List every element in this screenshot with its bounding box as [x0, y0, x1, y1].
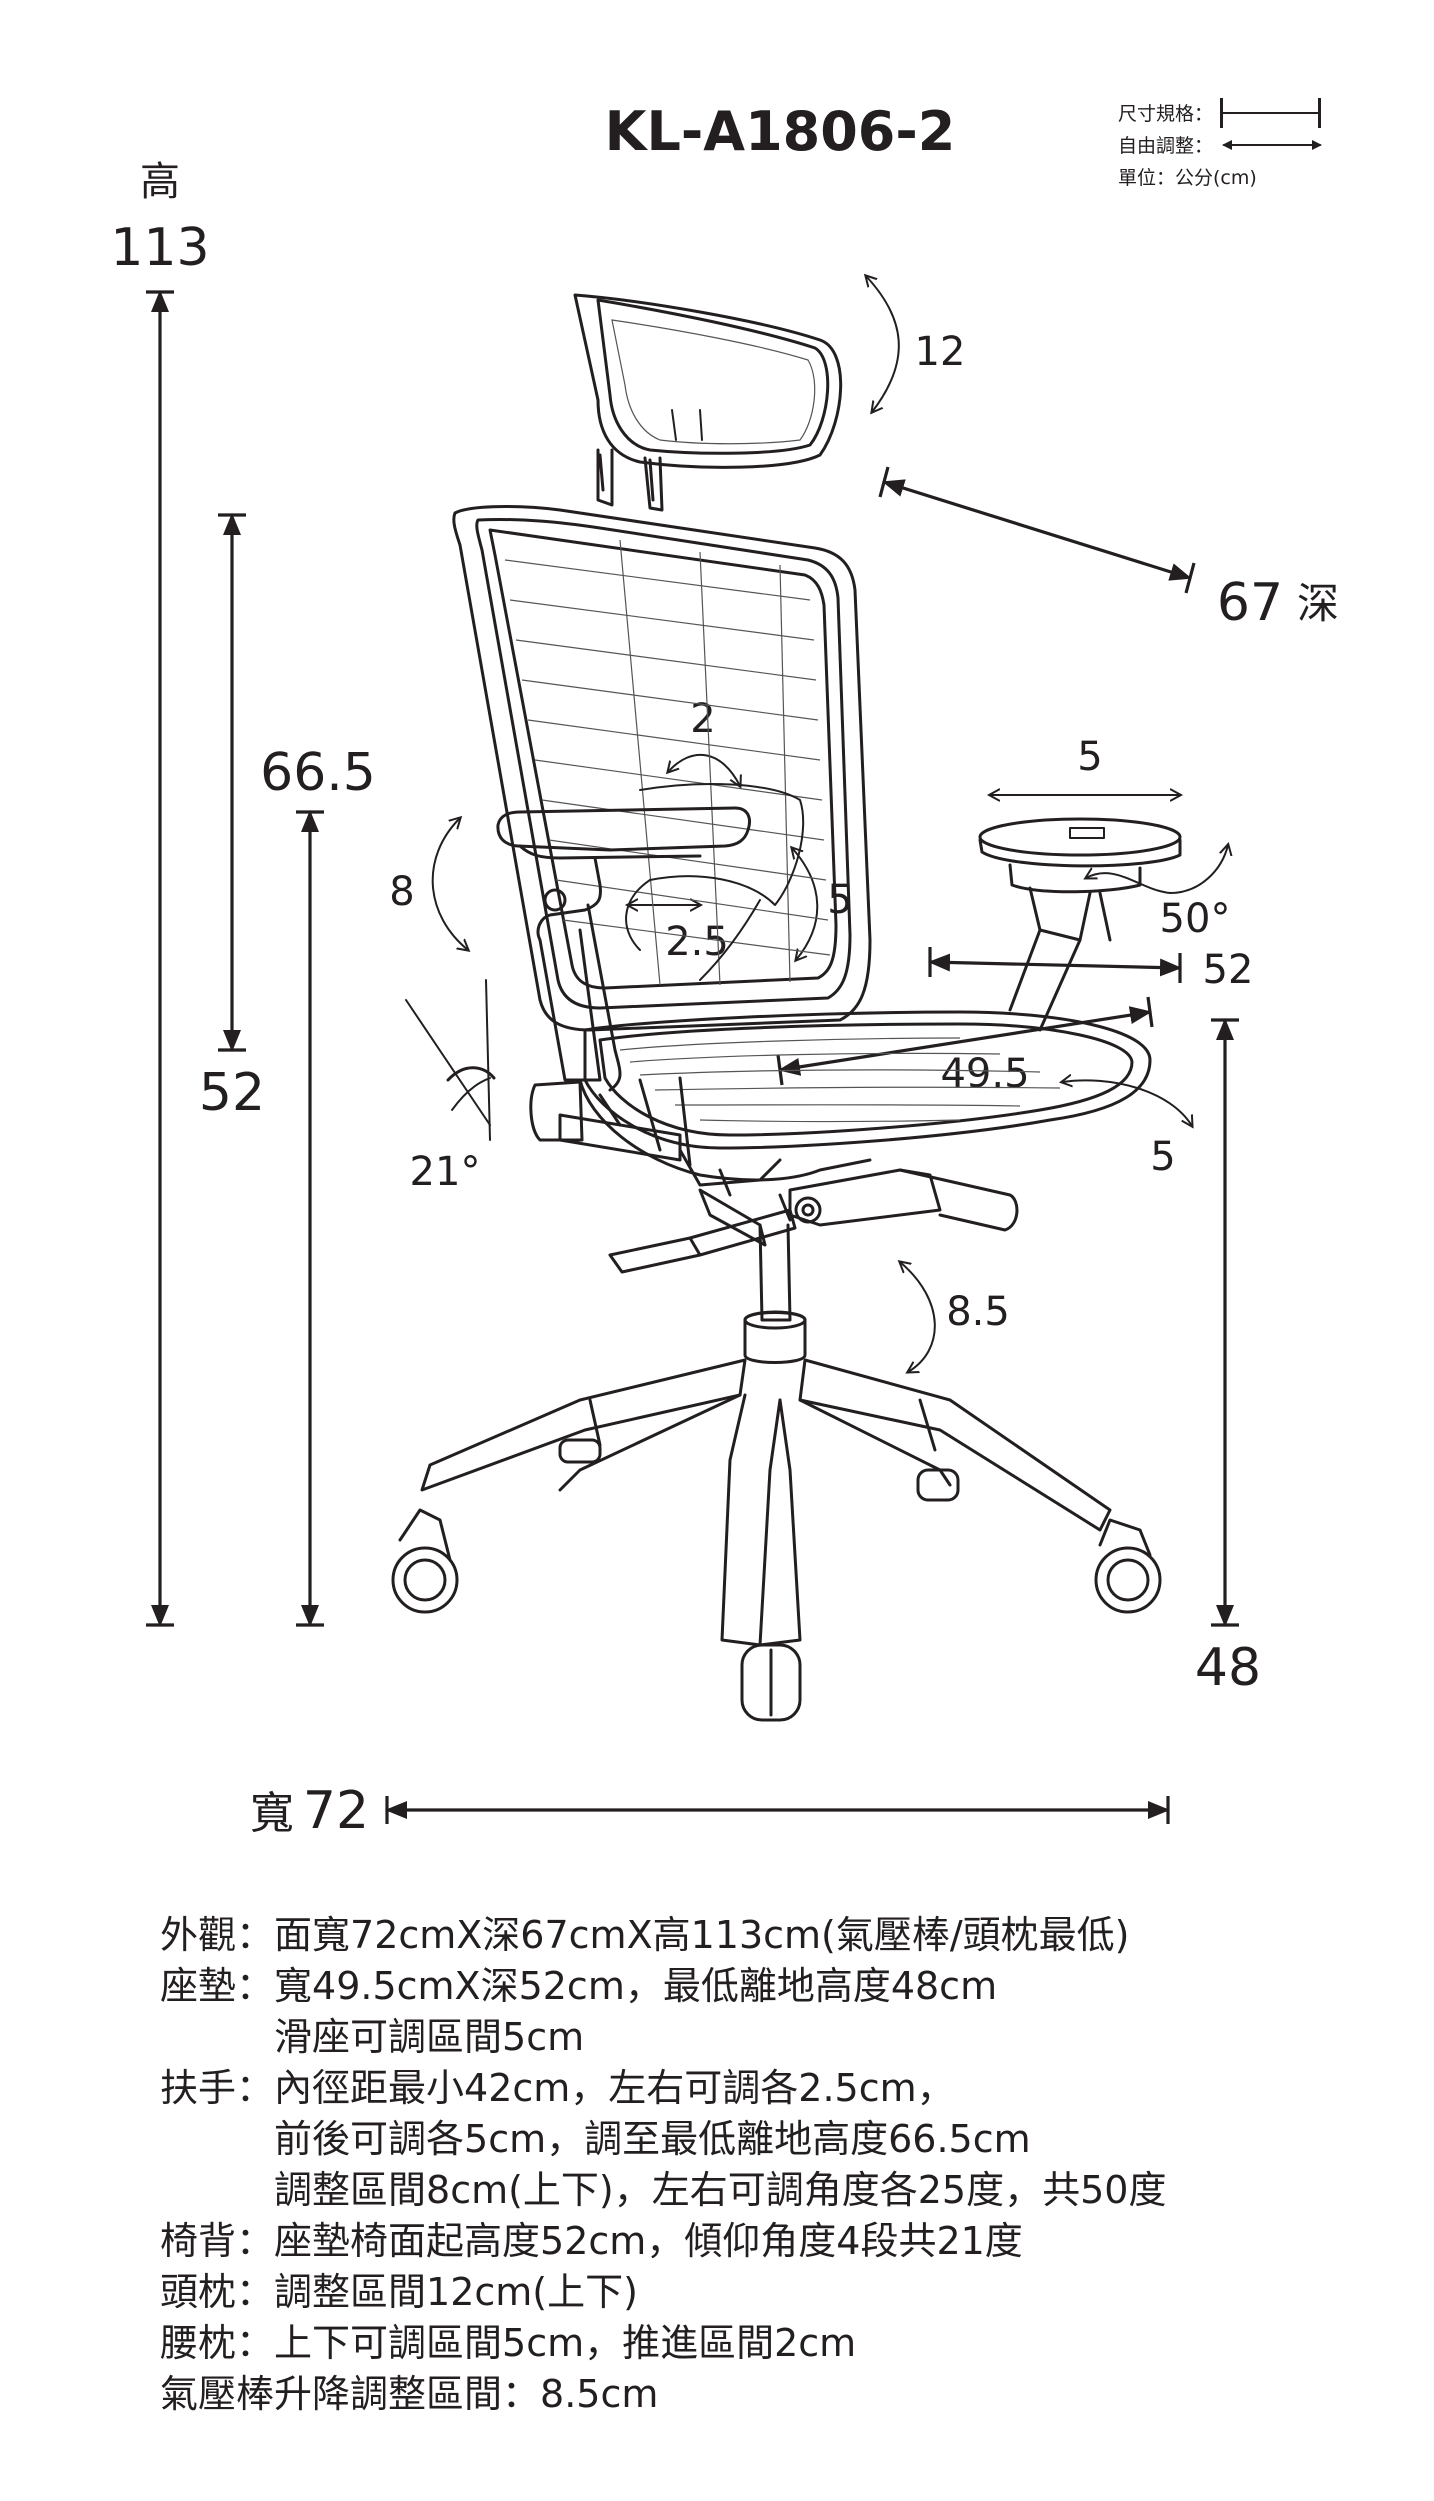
backrest-height-value: 52 — [199, 1063, 265, 1123]
spec-label: 腰枕： — [160, 2321, 275, 2365]
casters — [391, 1438, 1162, 1722]
chair-illustration — [391, 293, 1182, 1722]
spec-lines: 8.5cm — [540, 2369, 658, 2420]
spec-lines: 調整區間12cm(上下) — [274, 2267, 638, 2318]
seat-height-value: 48 — [1195, 1638, 1261, 1698]
spec-label: 扶手： — [160, 2066, 275, 2110]
recline-indicator — [405, 979, 496, 1141]
five-star-base — [420, 1358, 1112, 1647]
legend-unit: 單位：公分(cm) — [1118, 167, 1257, 189]
spec-label: 外觀： — [160, 1913, 275, 1957]
armrest-vertical-arrow — [431, 818, 468, 950]
gas-cylinder — [743, 1223, 807, 1364]
spec-lines: 寬49.5cmX深52cm，最低離地高度48cm 滑座可調區間5cm — [274, 1961, 997, 2063]
armrest-vertical-value: 8 — [389, 869, 414, 915]
seat-width-value: 49.5 — [940, 1051, 1029, 1097]
width-value: 72 — [303, 1781, 369, 1841]
depth-label: 深 — [1297, 579, 1339, 628]
spec-line: 上下可調區間5cm，推進區間2cm — [274, 2321, 857, 2365]
backrest — [452, 505, 872, 1032]
spec-lines: 面寬72cmX深67cmX高113cm(氣壓棒/頭枕最低) — [274, 1910, 1129, 1961]
spec-row: 氣壓棒升降調整區間：8.5cm — [160, 2369, 1360, 2420]
depth-dimension-line — [882, 479, 1192, 581]
specs-list: 外觀：面寬72cmX深67cmX高113cm(氣壓棒/頭枕最低)座墊：寬49.5… — [160, 1910, 1360, 2420]
legend: 尺寸規格： 自由調整： 單位：公分(cm) — [1118, 98, 1322, 189]
armrest-angle-value: 50° — [1160, 896, 1231, 942]
spec-line: 滑座可調區間5cm — [274, 2015, 585, 2059]
mechanism — [608, 1148, 1019, 1274]
spec-lines: 內徑距最小42cm，左右可調各2.5cm， 前後可調各5cm，調至最低離地高度66… — [274, 2063, 1166, 2216]
seat-depth-line — [928, 953, 1182, 977]
spec-row: 椅背：座墊椅面起高度52cm，傾仰角度4段共21度 — [160, 2216, 1360, 2267]
spec-line: 調整區間12cm(上下) — [274, 2270, 638, 2314]
right-armrest — [978, 817, 1182, 1032]
left-armrest — [496, 806, 751, 1142]
width-label: 寬 — [250, 1788, 294, 1839]
spec-row: 外觀：面寬72cmX深67cmX高113cm(氣壓棒/頭枕最低) — [160, 1910, 1360, 1961]
spec-lines: 座墊椅面起高度52cm，傾仰角度4段共21度 — [274, 2216, 1023, 2267]
spec-row: 座墊：寬49.5cmX深52cm，最低離地高度48cm 滑座可調區間5cm — [160, 1961, 1360, 2063]
model-title: KL-A1806-2 — [605, 100, 956, 163]
armrest-height-value: 66.5 — [260, 743, 376, 803]
lumbar-push-arrow — [668, 753, 740, 786]
height-value: 113 — [110, 218, 209, 278]
armrest-angle-arrow — [1086, 845, 1228, 894]
spec-row: 腰枕：上下可調區間5cm，推進區間2cm — [160, 2318, 1360, 2369]
seat-depth-value: 52 — [1203, 947, 1254, 993]
legend-fixed: 尺寸規格： — [1118, 103, 1213, 125]
headrest-adjust-arrow — [866, 276, 900, 412]
spec-lines: 上下可調區間5cm，推進區間2cm — [274, 2318, 856, 2369]
height-label: 高 — [140, 159, 180, 205]
lumbar-vertical-arrow — [792, 848, 819, 960]
headrest — [573, 293, 843, 512]
spec-line: 內徑距最小42cm，左右可調各2.5cm， — [274, 2066, 955, 2110]
spec-line: 寬49.5cmX深52cm，最低離地高度48cm — [274, 1964, 998, 2008]
spec-line: 調整區間8cm(上下)，左右可調角度各25度，共50度 — [274, 2168, 1167, 2212]
gas-lift-value: 8.5 — [946, 1289, 1010, 1335]
spec-line: 前後可調各5cm，調至最低離地高度66.5cm — [274, 2117, 1031, 2161]
seat — [558, 1010, 1152, 1182]
depth-value: 67 — [1217, 573, 1283, 633]
spec-line: 座墊椅面起高度52cm，傾仰角度4段共21度 — [274, 2219, 1023, 2263]
seat-slide-arrow — [1062, 1080, 1192, 1126]
seat-width-line — [778, 1006, 1152, 1076]
recline-angle-value: 21° — [410, 1149, 481, 1195]
spec-row: 頭枕：調整區間12cm(上下) — [160, 2267, 1360, 2318]
spec-label: 氣壓棒升降調整區間： — [160, 2372, 541, 2416]
spec-label: 椅背： — [160, 2219, 275, 2263]
spec-row: 扶手：內徑距最小42cm，左右可調各2.5cm， 前後可調各5cm，調至最低離地高… — [160, 2063, 1360, 2216]
spec-line: 8.5cm — [540, 2372, 659, 2416]
headrest-adjust-value: 12 — [915, 329, 966, 375]
gas-lift-arrow — [900, 1262, 936, 1372]
seat-slide-value: 5 — [1150, 1134, 1175, 1180]
spec-label: 座墊： — [160, 1964, 275, 2008]
spec-label: 頭枕： — [160, 2270, 275, 2314]
legend-adjustable: 自由調整： — [1118, 135, 1213, 157]
spec-line: 面寬72cmX深67cmX高113cm(氣壓棒/頭枕最低) — [274, 1913, 1130, 1957]
armrest-width-value: 5 — [1077, 734, 1102, 780]
